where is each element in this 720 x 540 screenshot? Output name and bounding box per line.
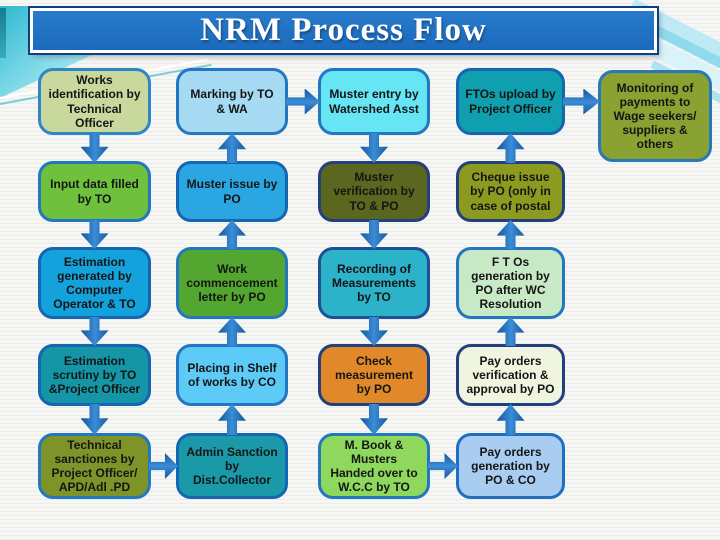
flow-arrow-right-icon [563,88,600,115]
flow-box: Muster verification by TO & PO [318,161,430,222]
flow-arrow-up-icon [496,404,525,435]
flow-arrow-right-icon [428,453,458,479]
flow-box-label: Muster entry by Watershed Asst [329,87,419,116]
flow-box-label: Marking by TO & WA [190,87,274,116]
flow-box: M. Book & Musters Handed over to W.C.C b… [318,433,430,499]
flow-box-label: Monitoring of payments to Wage seekers/ … [613,80,697,152]
flow-box: Muster issue by PO [176,161,288,222]
flow-arrow-down-icon [80,220,109,249]
flow-box-label: Work commencement letter by PO [186,261,278,305]
flow-box: Pay orders generation by PO & CO [456,433,565,499]
flow-box-label: Admin Sanction by Dist.Collector [186,444,278,488]
flow-box-label: Input data filled by TO [50,177,139,206]
flow-arrow-down-icon [360,220,388,249]
flow-arrow-down-icon [360,317,388,346]
flow-box-label: Technical sanctiones by Project Officer/… [51,437,138,495]
flow-arrow-down-icon [360,133,388,163]
flow-arrow-right-icon [149,453,178,479]
flow-arrow-up-icon [218,404,246,435]
flow-arrow-up-icon [218,317,246,346]
flow-box-label: Recording of Measurements by TO [331,261,417,305]
flow-arrow-right-icon [286,88,320,115]
flow-arrow-up-icon [496,220,525,249]
flow-box: Muster entry by Watershed Asst [318,68,430,135]
flow-box: Admin Sanction by Dist.Collector [176,433,288,499]
flow-box: Recording of Measurements by TO [318,247,430,319]
flow-arrow-down-icon [360,404,388,435]
flow-box-label: F T Os generation by PO after WC Resolut… [471,254,550,312]
flow-arrow-down-icon [80,317,109,346]
flow-box: FTOs upload by Project Officer [456,68,565,135]
flow-arrow-up-icon [496,317,525,346]
flow-box: Works identification by Technical Office… [38,68,151,135]
flow-box-label: Pay orders verification & approval by PO [466,353,555,397]
flow-box-label: Placing in Shelf of works by CO [187,360,277,389]
flow-box-label: Muster issue by PO [186,177,278,206]
flow-arrow-down-icon [80,133,109,163]
flow-box-label: Works identification by Technical Office… [48,73,141,130]
flow-box: Pay orders verification & approval by PO [456,344,565,406]
flow-box: F T Os generation by PO after WC Resolut… [456,247,565,319]
flow-arrow-down-icon [80,404,109,435]
flow-arrow-up-icon [218,133,246,163]
flow-box: Placing in Shelf of works by CO [176,344,288,406]
flow-box: Check measurement by PO [318,344,430,406]
flow-box-label: FTOs upload by Project Officer [465,87,556,116]
flow-box-label: Cheque issue by PO (only in case of post… [470,170,551,213]
flow-box: Cheque issue by PO (only in case of post… [456,161,565,222]
flow-box: Input data filled by TO [38,161,151,222]
slide-title-bar: NRM Process Flow [28,6,659,55]
flow-box-label: M. Book & Musters Handed over to W.C.C b… [330,437,418,495]
flow-box: Estimation scrutiny by TO &Project Offic… [38,344,151,406]
flow-box: Marking by TO & WA [176,68,288,135]
flow-box-label: Check measurement by PO [334,353,414,397]
flow-box-label: Estimation generated by Computer Operato… [53,254,136,312]
flow-box-label: Pay orders generation by PO & CO [471,444,550,488]
flow-box: Technical sanctiones by Project Officer/… [38,433,151,499]
slide-title: NRM Process Flow [200,12,487,48]
flow-arrow-up-icon [496,133,525,163]
flow-box-label: Muster verification by TO & PO [333,170,415,213]
flow-box: Monitoring of payments to Wage seekers/ … [598,70,712,162]
flow-arrow-up-icon [218,220,246,249]
flow-box: Estimation generated by Computer Operato… [38,247,151,319]
flow-box-label: Estimation scrutiny by TO &Project Offic… [48,353,141,397]
flow-box: Work commencement letter by PO [176,247,288,319]
corner-strip-top-left [0,8,6,58]
